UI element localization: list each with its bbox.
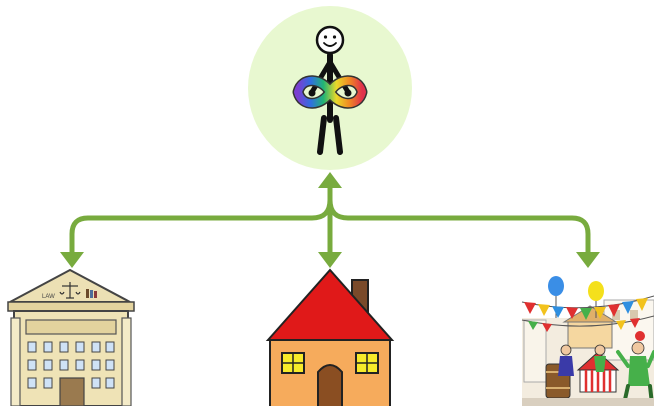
- house-icon: [268, 270, 392, 406]
- connector-lines: [72, 185, 588, 258]
- arrowhead-up-icon: [318, 172, 342, 188]
- street-festival-icon: [522, 276, 654, 406]
- connector-left-branch: [72, 200, 330, 256]
- arrowhead-down-left-icon: [60, 252, 84, 268]
- courthouse-emblem-text: LAW: [42, 294, 55, 300]
- courthouse-door: [60, 378, 84, 406]
- arrowhead-down-center-icon: [318, 252, 342, 268]
- center-node: [248, 6, 412, 170]
- arrowhead-down-right-icon: [576, 252, 600, 268]
- roof: [268, 270, 392, 340]
- connector-right-branch: [330, 200, 588, 256]
- house-door: [318, 365, 342, 406]
- courthouse-icon: LAW: [8, 270, 134, 406]
